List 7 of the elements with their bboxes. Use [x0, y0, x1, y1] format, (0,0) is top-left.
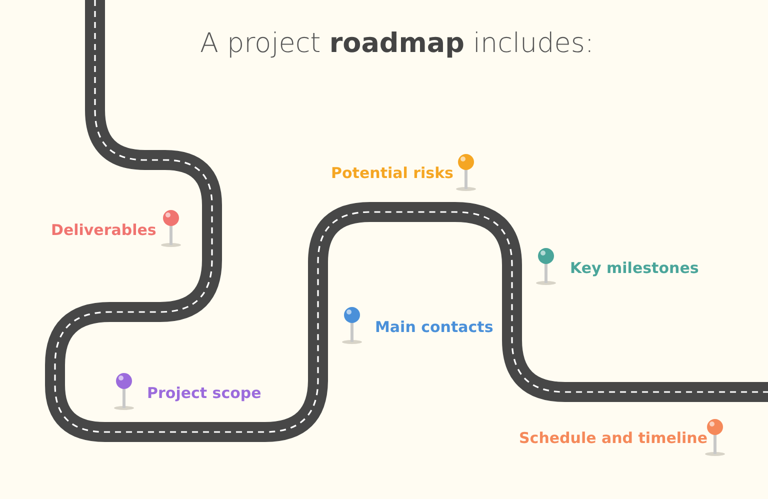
- item-label: Key milestones: [570, 259, 699, 277]
- item-label: Potential risks: [331, 164, 454, 182]
- item-label: Schedule and timeline: [519, 429, 708, 447]
- item-label: Project scope: [147, 384, 262, 402]
- heading: A project roadmap includes:: [198, 28, 596, 59]
- item-label: Deliverables: [51, 221, 156, 239]
- item-label: Main contacts: [375, 318, 494, 336]
